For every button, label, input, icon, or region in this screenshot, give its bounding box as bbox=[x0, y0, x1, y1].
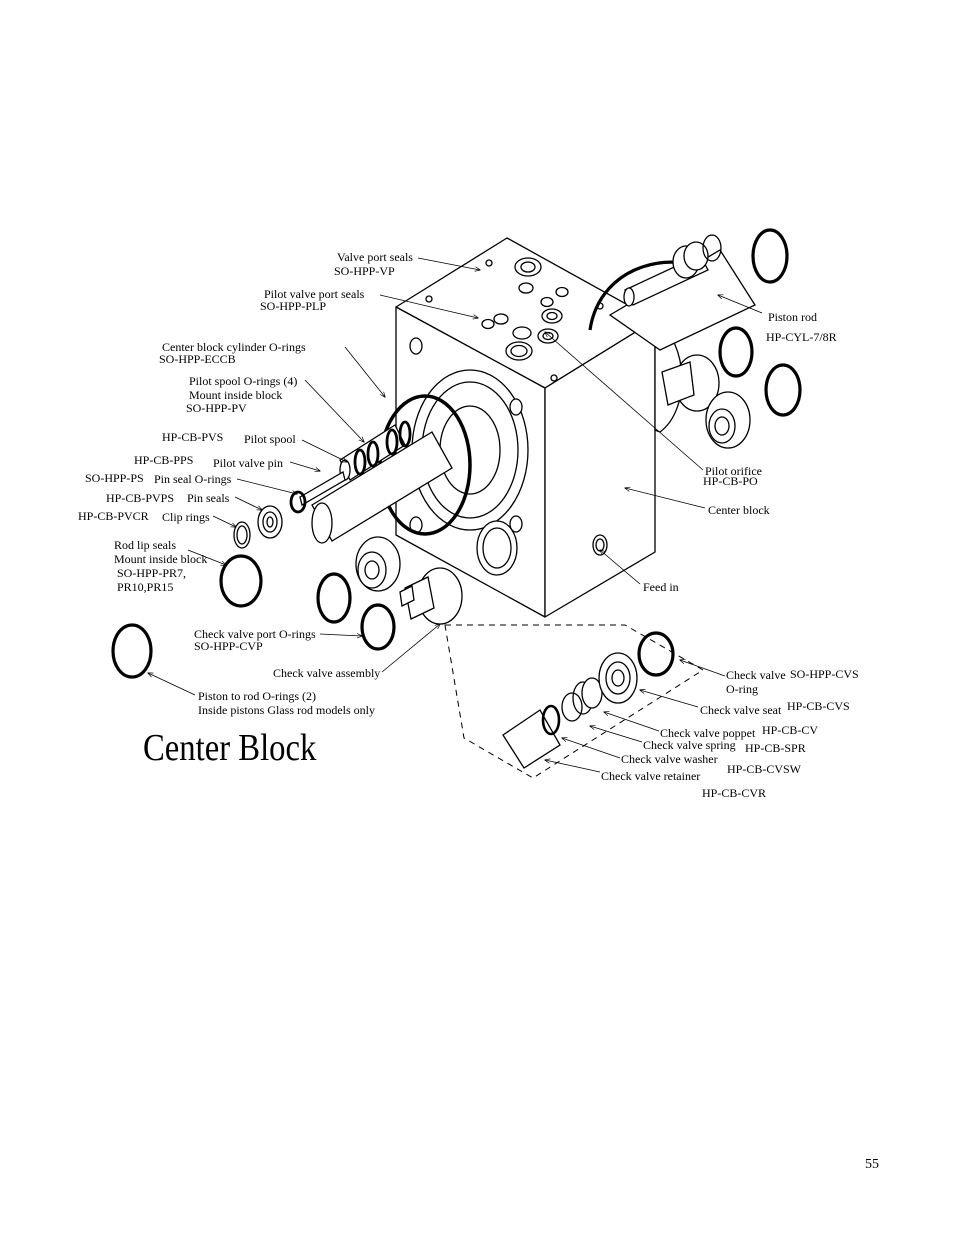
label-cv-spring-pn: HP-CB-SPR bbox=[745, 741, 806, 755]
label-cv-spring: Check valve spring bbox=[643, 738, 736, 752]
left-o-rings bbox=[111, 554, 396, 679]
label-cv-retainer: Check valve retainer bbox=[601, 769, 701, 783]
check-valve-exploded-group bbox=[444, 624, 704, 779]
label-pilot-orifice-pn: HP-CB-PO bbox=[703, 474, 758, 488]
label-rod-lip-seals: Rod lip seals bbox=[114, 538, 176, 552]
pin-seals-clip-rings bbox=[233, 490, 307, 549]
label-pilot-spool-orings: Pilot spool O-rings (4) bbox=[189, 374, 298, 388]
label-pilot-spool: Pilot spool bbox=[244, 432, 296, 446]
label-cv-seat-pn: HP-CB-CVS bbox=[787, 699, 850, 713]
label-clip-rings-pn: HP-CB-PVCR bbox=[78, 509, 149, 523]
label-mount-inside-block-2: Mount inside block bbox=[114, 552, 208, 566]
pilot-spool-assembly bbox=[299, 420, 453, 544]
label-piston-rod-orings-note: Inside pistons Glass rod models only bbox=[198, 703, 375, 717]
label-cb-cylinder-orings: Center block cylinder O-rings bbox=[162, 340, 306, 354]
label-rod-lip-seals-pn2: PR10,PR15 bbox=[117, 580, 174, 594]
piston-rod bbox=[623, 234, 722, 307]
label-pin-seals-pn: HP-CB-PVPS bbox=[106, 491, 175, 505]
label-clip-rings: Clip rings bbox=[162, 510, 210, 524]
label-pilot-spool-orings-pn: SO-HPP-PV bbox=[186, 401, 247, 415]
page-number: 55 bbox=[865, 1157, 879, 1172]
label-pin-seal-orings-pn: SO-HPP-PS bbox=[85, 471, 144, 485]
label-valve-port-seals-pn: SO-HPP-VP bbox=[334, 264, 395, 278]
page-title: Center Block bbox=[143, 727, 317, 769]
label-cv-assembly: Check valve assembly bbox=[273, 666, 381, 680]
rear-check-valves bbox=[661, 354, 751, 449]
label-pilot-valve-port-seals: Pilot valve port seals bbox=[264, 287, 365, 301]
label-pilot-valve-pin-pn: HP-CB-PPS bbox=[134, 453, 194, 467]
label-cv-washer: Check valve washer bbox=[621, 752, 718, 766]
label-cv-washer-pn: HP-CB-CVSW bbox=[727, 762, 802, 776]
label-rod-lip-seals-pn1: SO-HPP-PR7, bbox=[117, 566, 187, 580]
label-piston-rod-orings: Piston to rod O-rings (2) bbox=[198, 689, 316, 703]
label-cv-port-orings-pn: SO-HPP-CVP bbox=[194, 639, 263, 653]
label-pin-seals: Pin seals bbox=[187, 491, 230, 505]
label-piston-rod-pn: HP-CYL-7/8R bbox=[766, 330, 837, 344]
label-valve-port-seals: Valve port seals bbox=[337, 250, 413, 264]
label-cv-poppet-pn: HP-CB-CV bbox=[762, 723, 819, 737]
label-cv-oring-pn: SO-HPP-CVS bbox=[790, 667, 859, 681]
label-center-block: Center block bbox=[708, 503, 770, 517]
label-cv-poppet: Check valve poppet bbox=[660, 726, 756, 740]
label-pilot-spool-pn: HP-CB-PVS bbox=[162, 430, 224, 444]
label-cv-oring-2: O-ring bbox=[726, 682, 758, 696]
right-o-rings bbox=[637, 228, 802, 677]
label-cv-oring-1: Check valve bbox=[726, 668, 786, 682]
label-cv-retainer-pn: HP-CB-CVR bbox=[702, 786, 767, 800]
label-pilot-valve-port-seals-pn: SO-HPP-PLP bbox=[260, 299, 327, 313]
label-cv-seat: Check valve seat bbox=[700, 703, 782, 717]
label-pin-seal-orings: Pin seal O-rings bbox=[154, 472, 232, 486]
leader-lines bbox=[148, 257, 763, 773]
label-pilot-valve-pin: Pilot valve pin bbox=[213, 456, 283, 470]
label-cv-port-orings: Check valve port O-rings bbox=[194, 627, 316, 641]
label-feed-in: Feed in bbox=[643, 580, 679, 594]
label-piston-rod: Piston rod bbox=[768, 310, 818, 324]
label-mount-inside-block-1: Mount inside block bbox=[189, 388, 283, 402]
label-pilot-orifice: Pilot orifice bbox=[705, 464, 762, 478]
front-check-valves bbox=[355, 536, 463, 625]
label-cb-cylinder-orings-pn: SO-HPP-ECCB bbox=[159, 352, 236, 366]
